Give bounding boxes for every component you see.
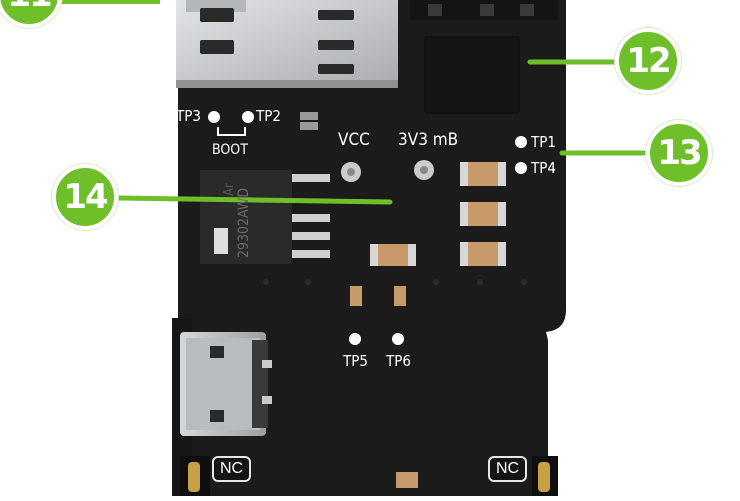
3v3-label: 3V3 mB bbox=[398, 130, 459, 150]
sim-card-holder bbox=[176, 0, 398, 88]
nc-label-left: NC bbox=[212, 456, 252, 482]
vcc-label: VCC bbox=[338, 130, 370, 150]
tp3-label: TP3 bbox=[176, 107, 201, 125]
tp1-label: TP1 bbox=[531, 133, 556, 151]
nc-label-right: NC bbox=[488, 456, 528, 482]
header-pins bbox=[180, 456, 558, 496]
tp6-label: TP6 bbox=[386, 352, 411, 370]
regulator-chip bbox=[200, 170, 330, 264]
main-ic bbox=[424, 36, 520, 114]
tp2-label: TP2 bbox=[256, 107, 281, 125]
boot-label: BOOT bbox=[212, 142, 248, 158]
chip-marking-top: Ar bbox=[222, 183, 237, 196]
callout-14: 14 bbox=[52, 164, 118, 230]
callout-13: 13 bbox=[646, 120, 712, 186]
micro-usb-port bbox=[180, 332, 272, 436]
passive-components bbox=[350, 162, 506, 488]
top-components bbox=[410, 0, 558, 20]
power-pads bbox=[341, 160, 434, 182]
test-points bbox=[208, 111, 527, 345]
tp4-label: TP4 bbox=[531, 159, 556, 177]
callout-12: 12 bbox=[615, 28, 681, 94]
tp5-label: TP5 bbox=[343, 352, 368, 370]
chip-marking-bottom: 29302AWD bbox=[236, 187, 252, 258]
